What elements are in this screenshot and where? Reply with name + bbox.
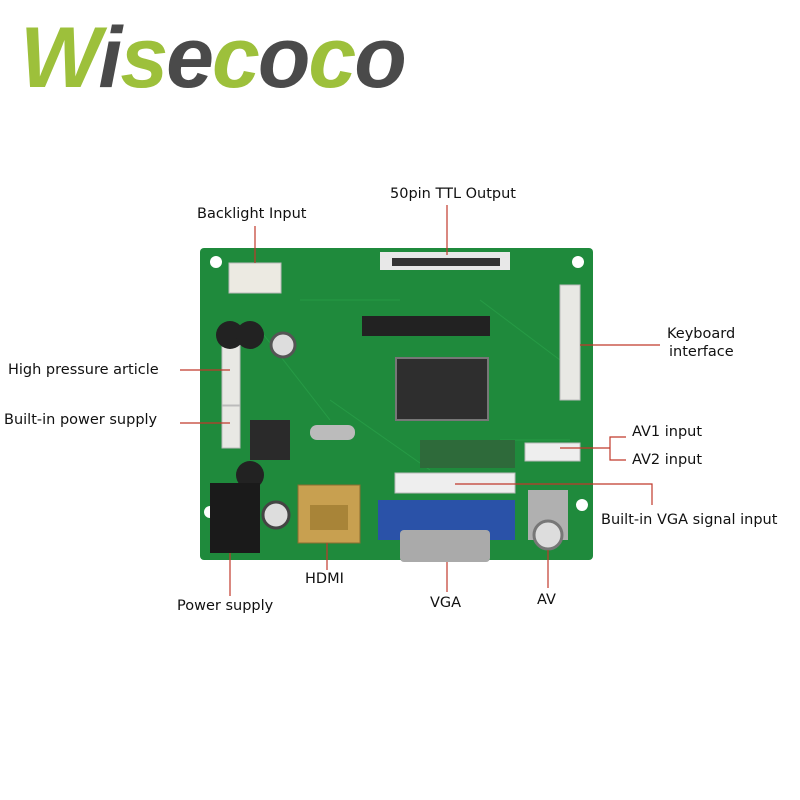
label-av2-input: AV2 input bbox=[632, 452, 703, 468]
power-connector bbox=[221, 405, 241, 449]
label-vga: VGA bbox=[430, 595, 462, 611]
label-builtin-power: Built-in power supply bbox=[4, 412, 158, 428]
label-av: AV bbox=[537, 592, 556, 608]
label-interface: interface bbox=[669, 344, 734, 360]
pcb-board bbox=[200, 248, 593, 562]
label-high-pressure: High pressure article bbox=[8, 362, 159, 378]
label-builtin-vga: Built-in VGA signal input bbox=[601, 512, 778, 528]
label-keyboard: Keyboard bbox=[667, 326, 736, 342]
vga-header bbox=[394, 472, 516, 494]
main-chip bbox=[395, 357, 489, 421]
backlight-connector bbox=[228, 262, 282, 294]
pin-header bbox=[362, 316, 490, 336]
av-input-connector bbox=[524, 442, 581, 462]
dc-jack bbox=[210, 483, 260, 553]
callout-lines bbox=[180, 205, 660, 596]
keyboard-connector bbox=[559, 284, 581, 401]
label-ttl-output: 50pin TTL Output bbox=[390, 186, 516, 202]
wisecoco-logo: Wisecoco bbox=[20, 10, 407, 106]
label-av1-input: AV1 input bbox=[632, 424, 703, 440]
label-power-supply: Power supply bbox=[177, 598, 274, 614]
high-pressure-connector bbox=[221, 344, 241, 406]
label-hdmi: HDMI bbox=[305, 571, 344, 587]
label-backlight-input: Backlight Input bbox=[197, 206, 307, 222]
